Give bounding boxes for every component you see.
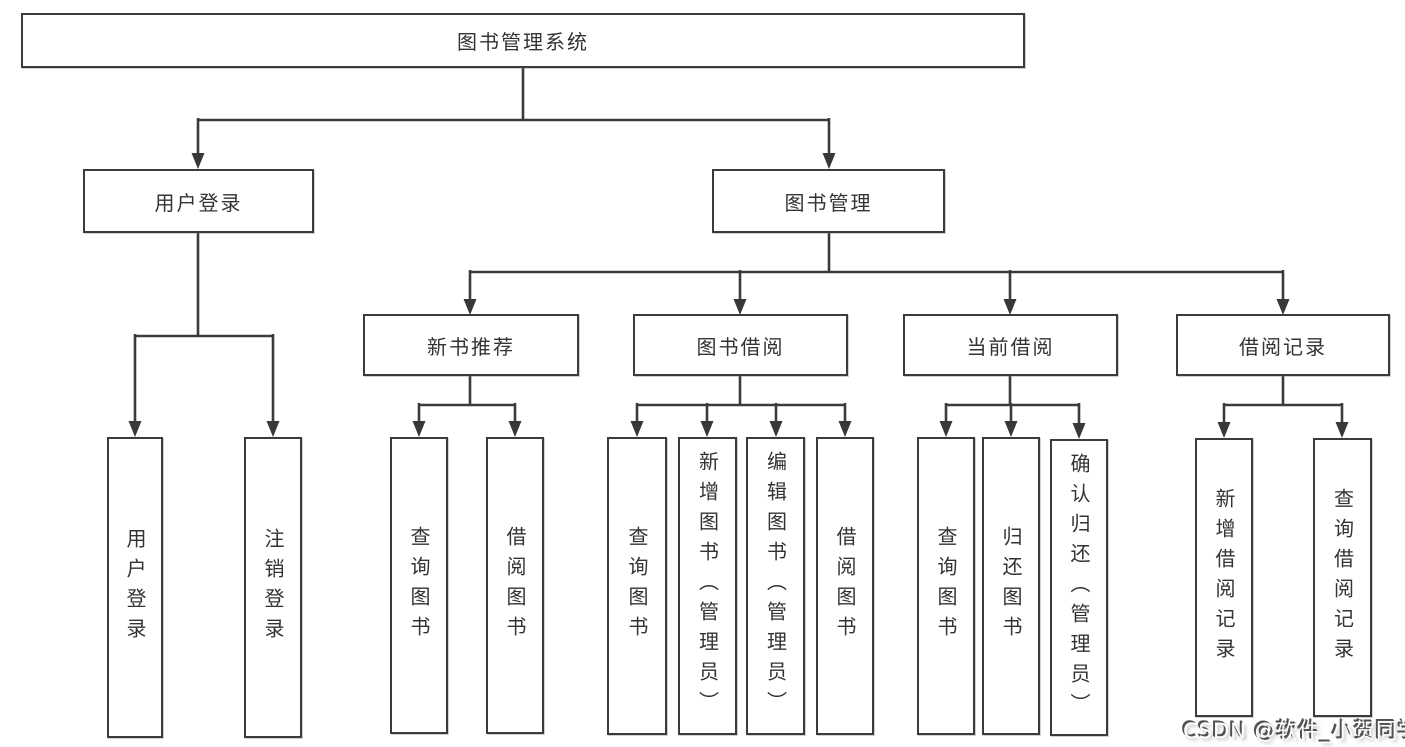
connector-group (133, 68, 1344, 425)
leaf-return-books: 归还图书 (982, 437, 1040, 735)
leaf-label: 查询图书 (407, 525, 431, 646)
arrow-down-icon (128, 421, 142, 437)
leaf-query-books: 查询图书 (917, 437, 975, 735)
leaf-label: 借阅图书 (833, 526, 857, 646)
csdn-watermark: CSDN @软件_小贺同学 (1183, 719, 1405, 743)
arrow-down-icon (939, 421, 953, 437)
leaf-label: 借阅图书 (503, 525, 527, 646)
arrow-down-icon (1276, 299, 1290, 315)
node-label: 图书管理 (784, 190, 873, 215)
leaf-add-books-admin: 新增图书（管理员） (678, 437, 737, 735)
leaf-label: 注销登录 (261, 527, 285, 648)
node-user-login: 用户登录 (83, 169, 314, 233)
leaf-label: 用户登录 (123, 527, 147, 648)
connector-newbookrec-to-leaves (417, 376, 517, 424)
leaf-user-login: 用户登录 (107, 437, 163, 738)
arrow-down-icon (266, 421, 280, 437)
node-current-borrowing: 当前借阅 (903, 314, 1118, 376)
arrow-down-icon (769, 421, 783, 437)
leaf-label: 查询图书 (625, 526, 649, 646)
node-label: 图书管理系统 (457, 30, 589, 54)
leaf-label: 查询图书 (934, 526, 958, 646)
leaf-label: 新增图书（管理员） (695, 451, 720, 721)
node-label: 当前借阅 (966, 334, 1055, 359)
leaf-label: 确认归还（管理员） (1067, 452, 1091, 723)
arrow-down-icon (822, 153, 836, 169)
arrow-down-icon (1003, 299, 1017, 315)
connector-userlogin-to-leaves (133, 233, 275, 424)
leaf-query-borrowing-record: 查询借阅记录 (1313, 438, 1372, 717)
connector-bookmgmt-to-level3 (468, 233, 1285, 302)
leaf-label: 归还图书 (999, 526, 1023, 646)
leaf-query-books: 查询图书 (607, 437, 667, 735)
arrowheads-group (128, 153, 1349, 439)
node-book-borrowing: 图书借阅 (633, 314, 848, 376)
connector-borrowrecords-to-leaves (1222, 376, 1344, 425)
arrow-down-icon (463, 299, 477, 315)
leaf-edit-books-admin: 编辑图书（管理员） (746, 437, 805, 735)
arrow-down-icon (1217, 422, 1231, 438)
leaf-label: 新增借阅记录 (1212, 487, 1236, 668)
node-borrowing-records: 借阅记录 (1176, 314, 1390, 376)
leaf-borrow-books: 借阅图书 (816, 437, 874, 735)
node-book-management: 图书管理 (712, 169, 945, 233)
leaf-borrow-books: 借阅图书 (486, 437, 544, 734)
node-label: 图书借阅 (696, 334, 785, 359)
node-new-book-recommendation: 新书推荐 (363, 314, 579, 376)
leaf-logout: 注销登录 (244, 437, 302, 738)
arrow-down-icon (733, 299, 747, 315)
connector-currentborrow-to-leaves (944, 376, 1081, 425)
arrow-down-icon (508, 421, 522, 437)
leaf-confirm-return-admin: 确认归还（管理员） (1050, 439, 1108, 736)
leaf-label: 查询借阅记录 (1330, 487, 1355, 668)
arrow-down-icon (1072, 423, 1086, 439)
arrow-down-icon (838, 421, 852, 437)
arrow-down-icon (630, 421, 644, 437)
leaf-add-borrowing-record: 新增借阅记录 (1195, 438, 1253, 717)
node-label: 新书推荐 (427, 334, 515, 359)
arrow-down-icon (700, 421, 714, 437)
arrow-down-icon (1004, 421, 1018, 437)
node-label: 用户登录 (154, 190, 243, 215)
connector-bookborrow-to-leaves (635, 376, 847, 424)
arrow-down-icon (1335, 422, 1349, 438)
node-label: 借阅记录 (1239, 334, 1327, 359)
leaf-query-books: 查询图书 (390, 437, 448, 734)
leaf-label: 编辑图书（管理员） (763, 451, 788, 721)
arrow-down-icon (412, 421, 426, 437)
connector-root-to-level2 (196, 68, 831, 156)
node-library-management-system: 图书管理系统 (21, 13, 1025, 68)
arrow-down-icon (191, 153, 205, 169)
